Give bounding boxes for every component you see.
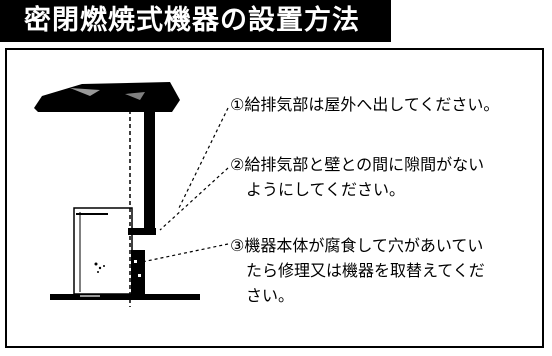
appliance-body — [73, 207, 133, 295]
floor — [50, 294, 200, 300]
note-3-line-2: たら修理又は機器を取替えてくだ — [246, 261, 485, 280]
flue-cap-shape — [34, 82, 180, 112]
appliance-installation-illustration — [34, 82, 229, 307]
note-2-line-2: ようにしてください。 — [246, 180, 406, 199]
note-2-line-1: ②給排気部と壁との間に隙間がない — [230, 155, 485, 174]
content-frame — [5, 48, 544, 348]
leader-line-2 — [159, 167, 229, 231]
leader-line-3 — [141, 243, 229, 263]
note-1: ①給排気部は屋外へ出してください。 — [230, 92, 499, 117]
page-title: 密閉燃焼式機器の設置方法 — [24, 5, 360, 36]
note-2: ②給排気部と壁との間に隙間がない ようにしてください。 — [230, 152, 484, 202]
leader-line-1 — [177, 107, 229, 211]
note-3: ③機器本体が腐食して穴があいてい たら修理又は機器を取替えてくだ さい。 — [230, 233, 485, 308]
flue-pipe — [144, 110, 155, 234]
note-1-line-1: ①給排気部は屋外へ出してください。 — [230, 95, 500, 114]
note-3-line-3: さい。 — [246, 286, 295, 305]
title-bar: 密閉燃焼式機器の設置方法 — [0, 0, 391, 42]
note-3-line-1: ③機器本体が腐食して穴があいてい — [230, 236, 484, 255]
